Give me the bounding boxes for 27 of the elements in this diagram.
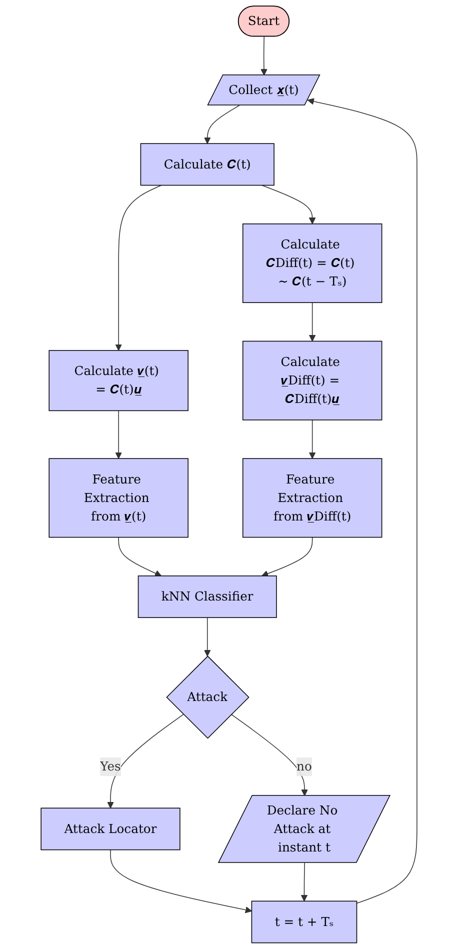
arrow — [204, 105, 240, 144]
arrow — [308, 302, 316, 342]
arrow — [260, 36, 268, 76]
node-box: Calculate 𝑪Diff(t) = 𝑪(t) ∼ 𝑪(t − Tₛ) — [242, 223, 382, 303]
edge-label: no — [296, 759, 312, 774]
arrow — [262, 536, 313, 577]
node-box: Feature Extraction from 𝒗̲(t) — [48, 458, 188, 538]
node-box: Calculate 𝒗̲(t) = 𝑪(t)𝒖̲ — [48, 350, 188, 412]
arrow — [308, 420, 316, 459]
arrow — [204, 617, 211, 656]
node-box: t = t + Tₛ — [251, 900, 358, 944]
arrow — [115, 410, 122, 459]
node-box: Feature Extraction from 𝒗̲Diff(t) — [242, 458, 382, 538]
node-diamond: Attack — [166, 656, 250, 739]
arrow — [300, 862, 308, 902]
edge-label: Yes — [100, 759, 121, 774]
arrow — [261, 184, 316, 224]
arrow — [230, 714, 308, 796]
node-box: kNN Classifier — [138, 576, 277, 618]
node-box: Calculate 𝒗̲Diff(t) = 𝑪Diff(t)𝒖̲ — [242, 340, 382, 420]
node-box: Calculate 𝑪(t) — [140, 143, 274, 186]
node-box: Attack Locator — [40, 808, 180, 850]
arrow — [115, 184, 162, 351]
arrow — [118, 536, 162, 576]
arrow — [110, 849, 252, 914]
arrow — [307, 98, 418, 904]
arrow — [107, 714, 184, 808]
